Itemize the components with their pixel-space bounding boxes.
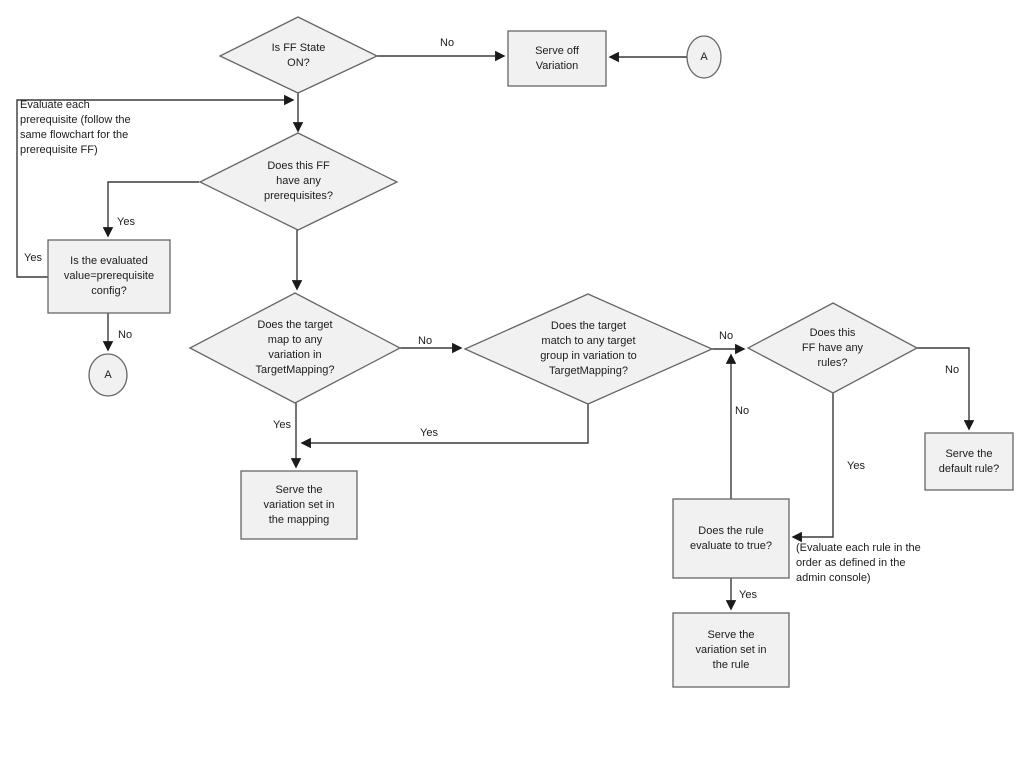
edge-label-rule-true-yes: Yes [739,589,757,601]
edge-label-rules-yes: Yes [847,460,865,472]
process-evaluated-value-matches-shape [47,239,171,314]
decision-target-maps-variation-shape [188,292,402,404]
edge-label-ffstate-no: No [440,37,455,49]
edge-label-group-no: No [719,330,734,342]
connector-node-a-left-shape [88,353,128,397]
edge-label-mapping-no: No [418,335,433,347]
process-serve-variation-mapping-shape [240,470,358,540]
edge-label-prereq-yes: Yes [117,216,135,228]
process-rule-evaluates-true-shape [672,498,790,579]
decision-ff-state-on-shape [218,16,379,94]
edge-label-rule-true-no: No [735,405,750,417]
note-rule-order: (Evaluate each rule in the order as defi… [796,542,921,584]
edge-label-prereq-config-no: No [118,329,133,341]
connector-prereq-yes-arrow [102,181,199,238]
process-serve-default-rule-shape [924,432,1014,491]
edge-label-loopback-yes: Yes [24,252,42,264]
edge-label-mapping-yes: Yes [273,419,291,431]
process-serve-off-variation-shape [507,30,607,87]
decision-target-matches-group-shape [463,293,714,405]
edge-label-group-yes: Yes [420,427,438,439]
connector-node-a-top-shape [686,35,722,79]
note-prerequisite-loop: Evaluate each prerequisite (follow the s… [20,99,131,156]
connector-prereq-loopback-arrow [16,94,295,278]
connector-group-yes-arrow [300,404,589,449]
process-serve-variation-rule-shape [672,612,790,688]
decision-has-prerequisites-shape [198,132,399,231]
connector-rules-yes-arrow [791,393,834,543]
edge-label-rules-no: No [945,364,960,376]
connector-rules-no-arrow [917,347,975,431]
decision-has-rules-shape [746,302,919,394]
